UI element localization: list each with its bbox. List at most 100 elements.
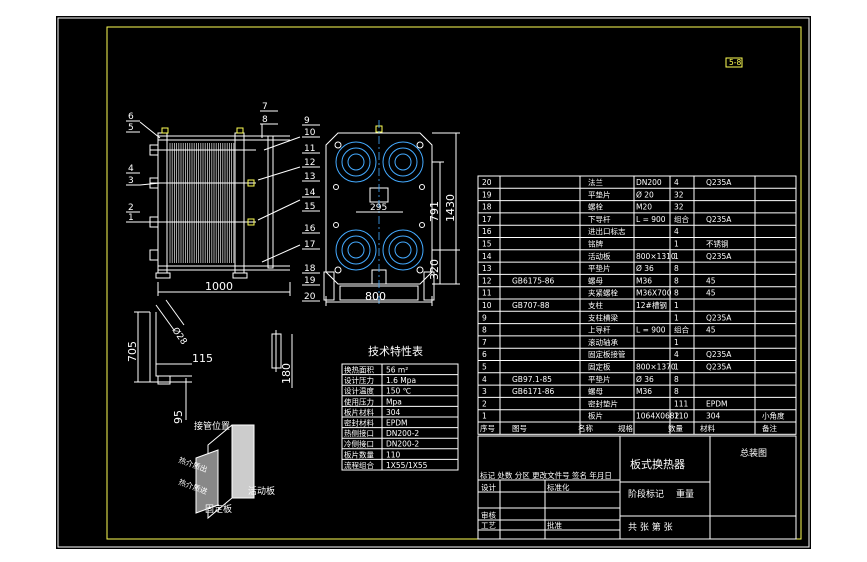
bom-spec: Ø 36 [636, 264, 654, 273]
bom-remark: 小角度 [762, 411, 785, 421]
bom-header-cell: 备注 [762, 423, 777, 433]
balloon-5: 5 [128, 123, 134, 133]
bom-no: 7 [482, 338, 487, 347]
bom-spec: Ø 20 [636, 190, 654, 199]
tech-param-name: 设计压力 [344, 375, 374, 385]
bom-qty: 32 [674, 203, 684, 212]
balloon-15: 15 [304, 202, 315, 212]
bom-no: 10 [482, 301, 492, 310]
bom-material: 45 [706, 289, 716, 298]
bom-name: 螺栓 [588, 202, 603, 212]
bom-no: 2 [482, 399, 487, 408]
bom-spec: 800×1370 [636, 363, 676, 372]
product-name: 板式换热器 [630, 457, 685, 471]
bom-no: 16 [482, 227, 492, 236]
tech-param-name: 板片数量 [344, 449, 374, 459]
bom-name: 支柱 [588, 300, 603, 310]
dim-1000: 1000 [205, 280, 233, 293]
balloon-17: 17 [304, 240, 315, 250]
stamp-text: 5-8 [729, 58, 741, 67]
plate-pack [169, 143, 235, 263]
tech-param-value: Mpa [386, 397, 402, 406]
bom-no: 18 [482, 203, 492, 212]
bom-name: 上导杆 [588, 325, 611, 335]
dim-295: 295 [370, 203, 387, 213]
bom-name: 夹紧螺栓 [588, 288, 618, 298]
bom-name: 法兰 [588, 177, 603, 187]
tech-param-value: DN200-2 [386, 440, 419, 449]
dim-791: 791 [428, 201, 441, 222]
bom-header-cell: 名称 [578, 423, 593, 433]
bom-spec: M36 [636, 276, 652, 285]
bom-qty: 8 [674, 289, 679, 298]
bom-material: Q235A [706, 350, 732, 359]
tech-param-name: 冷侧接口 [344, 439, 374, 449]
bom-qty: 4 [674, 350, 679, 359]
balloon-19: 19 [304, 276, 316, 286]
bom-spec: 800×1310 [636, 252, 676, 261]
bom-name: 活动板 [588, 251, 611, 261]
bom-spec: 12#槽钢 [636, 300, 667, 310]
label-design: 设计 [481, 482, 496, 492]
bom-qty: 32 [674, 190, 684, 199]
bom-material: 45 [706, 326, 716, 335]
bom-code: GB6175-86 [512, 276, 555, 285]
tech-param-name: 使用压力 [344, 396, 374, 406]
dim-1430: 1430 [444, 194, 457, 222]
bom-qty: 8 [674, 276, 679, 285]
inner-frame [106, 26, 802, 540]
bom-no: 4 [482, 375, 487, 384]
label-fixed-plate: 固定板 [205, 503, 232, 515]
label-approve: 批准 [547, 520, 562, 530]
dim-180: 180 [280, 363, 293, 384]
tech-param-value: DN200-2 [386, 429, 419, 438]
bom-name: 密封垫片 [588, 398, 618, 408]
tech-param-value: 150 ℃ [386, 387, 411, 396]
bom-no: 12 [482, 276, 492, 285]
balloon-11: 11 [304, 144, 315, 154]
tech-param-value: 304 [386, 408, 401, 417]
tech-param-name: 板片材料 [344, 407, 374, 417]
balloon-1: 1 [128, 213, 134, 223]
bom-no: 9 [482, 313, 487, 322]
bom-qty: 1 [674, 338, 679, 347]
label-review: 审核 [481, 510, 496, 520]
bom-name: 平垫片 [588, 263, 611, 273]
bom-spec: M36 [636, 387, 652, 396]
stamp-box [725, 57, 743, 68]
bom-name: 板片 [588, 411, 603, 421]
bom-spec: DN200 [636, 178, 662, 187]
detail-pin: 180 [271, 330, 293, 388]
bom-header-cell: 图号 [512, 424, 527, 433]
bom-spec: Ø 36 [636, 375, 654, 384]
nozzle-position-sketch: 接管位置 活动板 固定板 热介质出 热介质进 [177, 420, 275, 520]
bom-no: 5 [482, 363, 487, 372]
bom-name: 下导杆 [588, 214, 611, 224]
bom-header-cell: 材料 [700, 423, 715, 433]
bom-name: 螺母 [588, 386, 603, 396]
bom-no: 15 [482, 240, 492, 249]
bom-header-cell: 数量 [668, 423, 683, 433]
bom-qty: 4 [674, 227, 679, 236]
bom-qty: 1 [674, 301, 679, 310]
bom-qty: 1 [674, 363, 679, 372]
bom-material: Q235A [706, 363, 732, 372]
bom-spec: M20 [636, 203, 652, 212]
bom-qty: 1 [674, 313, 679, 322]
bom-name: 滚动轴承 [588, 337, 618, 347]
nozzle-title: 接管位置 [194, 420, 230, 432]
front-view: 1000 [149, 127, 291, 296]
bom-qty: 110 [674, 412, 689, 421]
title-block: 板式换热器 总装图 标记 处数 分区 更改文件号 签名 年月日 设计 标准化 审… [477, 435, 797, 540]
bom-material: 不锈钢 [706, 239, 729, 249]
balloon-13: 13 [304, 172, 315, 182]
revision-header: 标记 处数 分区 更改文件号 签名 年月日 [480, 470, 612, 480]
bom-spec: L = 900 [636, 326, 666, 335]
bom-header-cell: 序号 [480, 423, 495, 433]
balloon-18: 18 [304, 264, 316, 274]
